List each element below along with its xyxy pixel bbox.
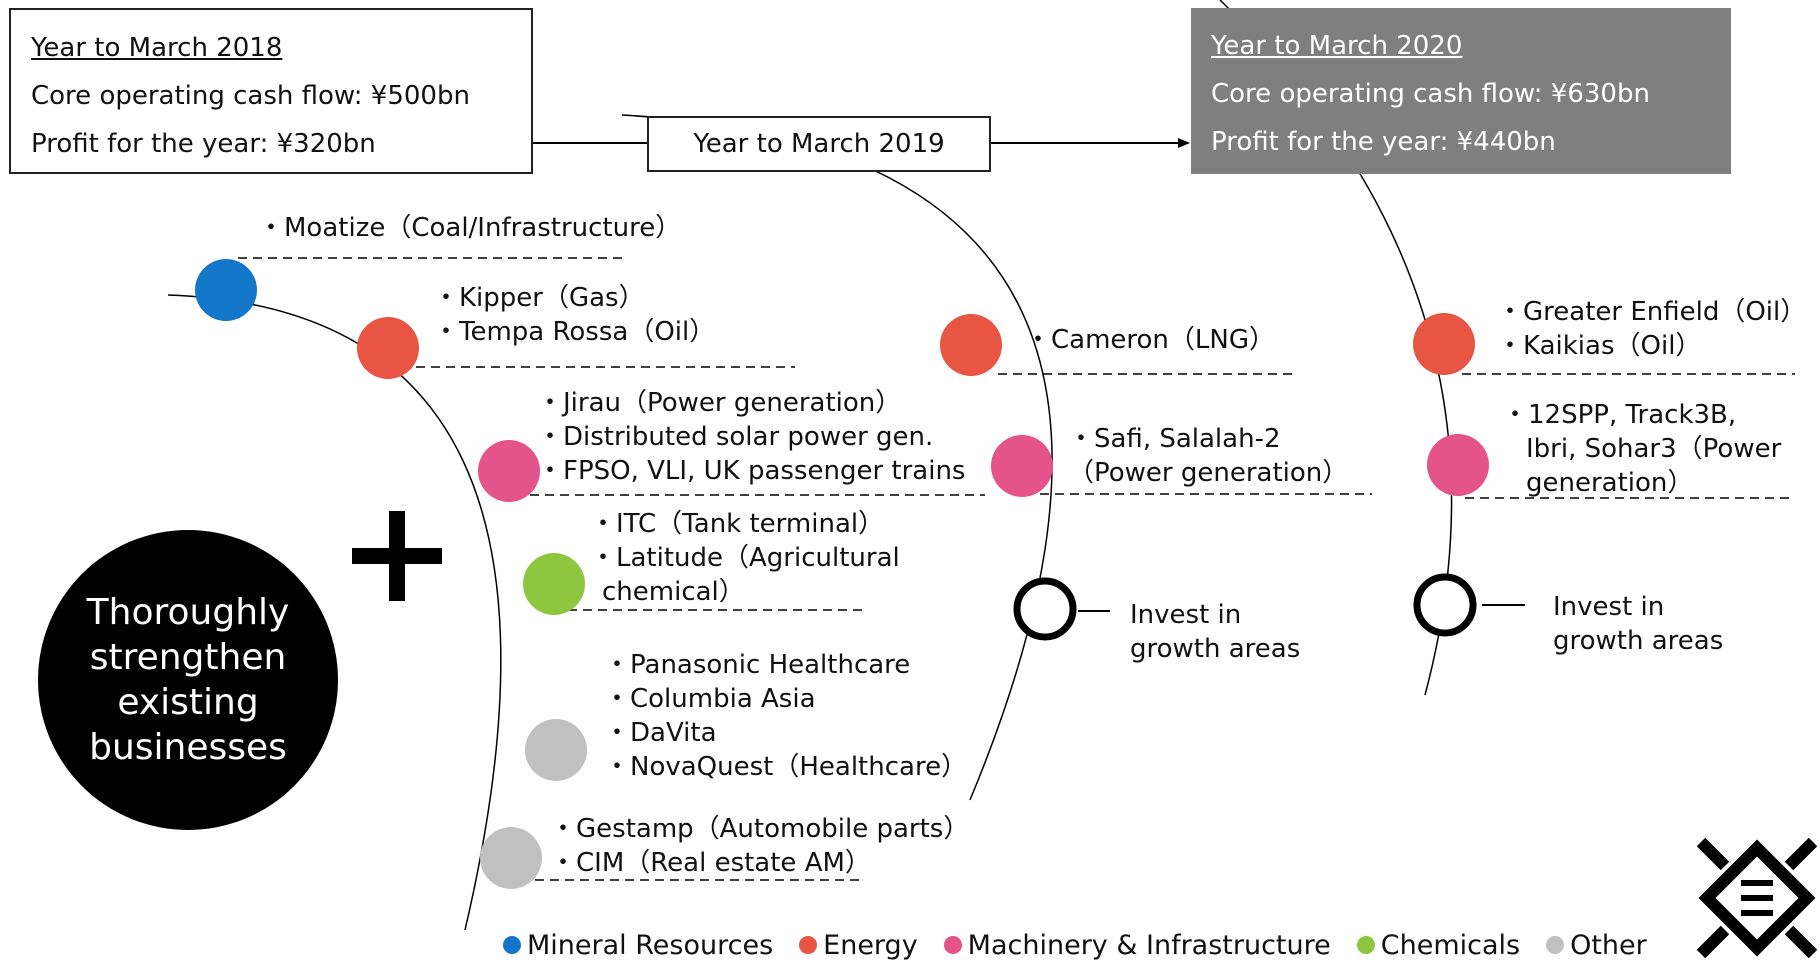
legend-item-machinery: Machinery & Infrastructure xyxy=(943,930,1331,961)
chemicals-dot xyxy=(523,553,585,615)
strengthen-existing-circle: Thoroughly strengthen existing businesse… xyxy=(38,530,338,830)
category-legend: Mineral Resources Energy Machinery & Inf… xyxy=(503,930,1673,961)
energy-dot xyxy=(357,317,419,379)
year-2020-heading: Year to March 2020 xyxy=(1211,31,1463,61)
year-2020-cash-flow: Core operating cash flow: ¥630bn xyxy=(1211,79,1650,109)
legend-item-energy: Energy xyxy=(799,930,918,961)
item-2018-healthcare: ・Panasonic Healthcare ・Columbia Asia ・Da… xyxy=(604,650,968,782)
company-logo-icon xyxy=(1697,838,1817,958)
other-dot xyxy=(525,719,587,781)
year-2020-profit: Profit for the year: ¥440bn xyxy=(1211,127,1556,157)
legend-item-other: Other xyxy=(1546,930,1647,961)
item-2019-cameron: ・Cameron（LNG） xyxy=(1025,325,1275,355)
year-2018-profit: Profit for the year: ¥320bn xyxy=(31,129,376,159)
machinery-dot xyxy=(991,435,1053,497)
item-2018-jirau: ・Jirau（Power generation） ・Distributed so… xyxy=(537,388,966,486)
invest-growth-ring xyxy=(1013,577,1077,641)
year-2018-box: Year to March 2018 Core operating cash f… xyxy=(9,8,533,174)
arc-2018 xyxy=(167,294,502,931)
plus-icon xyxy=(352,511,442,601)
item-2019-safi: ・Safi, Salalah-2 （Power generation） xyxy=(1068,424,1349,488)
item-2018-itc-latitude: ・ITC（Tank terminal） ・Latitude（Agricultur… xyxy=(590,509,900,607)
dashed-leaders xyxy=(238,257,1795,881)
legend-item-chemicals: Chemicals xyxy=(1356,930,1520,961)
item-2020-enfield-kaikias: ・Greater Enfield（Oil） ・Kaikias（Oil） xyxy=(1497,297,1807,361)
year-2018-heading: Year to March 2018 xyxy=(31,33,283,63)
machinery-dot xyxy=(478,440,540,502)
item-2018-moatize: ・Moatize（Coal/Infrastructure） xyxy=(258,213,682,243)
item-2020-12spp: ・12SPP, Track3B, Ibri, Sohar3（Power gene… xyxy=(1502,400,1782,498)
machinery-dot xyxy=(1427,434,1489,496)
year-2020-box: Year to March 2020 Core operating cash f… xyxy=(1191,8,1731,174)
item-2019-invest: Invest in growth areas xyxy=(1130,600,1301,664)
mineral-dot xyxy=(195,259,257,321)
energy-dot xyxy=(1413,313,1475,375)
year-2019-box: Year to March 2019 xyxy=(647,116,991,172)
legend-item-mineral: Mineral Resources xyxy=(503,930,773,961)
year-2019-heading: Year to March 2019 xyxy=(693,129,945,159)
invest-growth-ring xyxy=(1413,573,1477,637)
item-2018-gestamp-cim: ・Gestamp（Automobile parts） ・CIM（Real est… xyxy=(550,814,970,878)
item-2018-kipper-tempa: ・Kipper（Gas） ・Tempa Rossa（Oil） xyxy=(433,283,716,347)
item-2020-invest: Invest in growth areas xyxy=(1553,592,1724,656)
year-2018-cash-flow: Core operating cash flow: ¥500bn xyxy=(31,81,470,111)
category-dots xyxy=(195,259,1489,889)
other-dot xyxy=(480,827,542,889)
energy-dot xyxy=(940,314,1002,376)
